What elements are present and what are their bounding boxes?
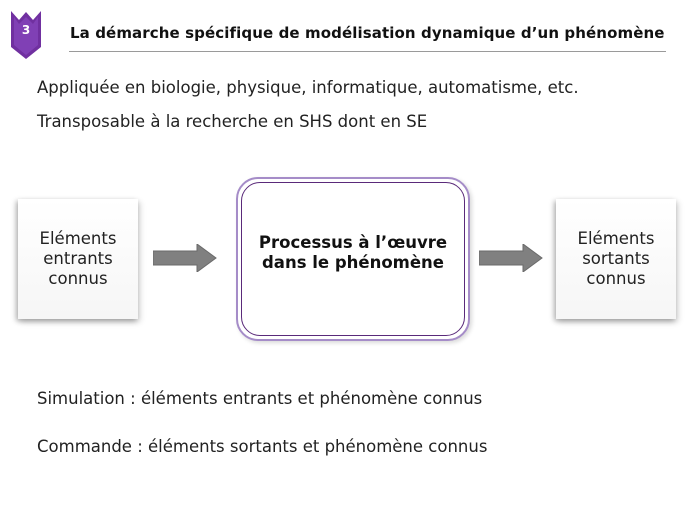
simulation-note: Simulation : éléments entrants et phénom… (37, 389, 483, 408)
input-elements-label: Eléments entrants connus (39, 229, 117, 288)
process-box: Processus à l’œuvre dans le phénomène (236, 177, 470, 341)
output-elements-label: Eléments sortants connus (577, 229, 655, 288)
section-number: 3 (21, 23, 31, 37)
page-title: La démarche spécifique de modélisation d… (70, 24, 665, 42)
arrow-right-icon (479, 244, 543, 272)
arrow-right-icon (153, 244, 217, 272)
intro-line-transposable: Transposable à la recherche en SHS dont … (37, 112, 428, 131)
title-divider (69, 51, 666, 52)
commande-note: Commande : éléments sortants et phénomèn… (37, 437, 488, 456)
intro-line-applications: Appliquée en biologie, physique, informa… (37, 78, 579, 97)
process-label: Processus à l’œuvre dans le phénomène (258, 233, 448, 272)
output-elements-box: Eléments sortants connus (556, 199, 676, 319)
input-elements-box: Eléments entrants connus (18, 199, 138, 319)
section-badge-icon (11, 11, 41, 59)
